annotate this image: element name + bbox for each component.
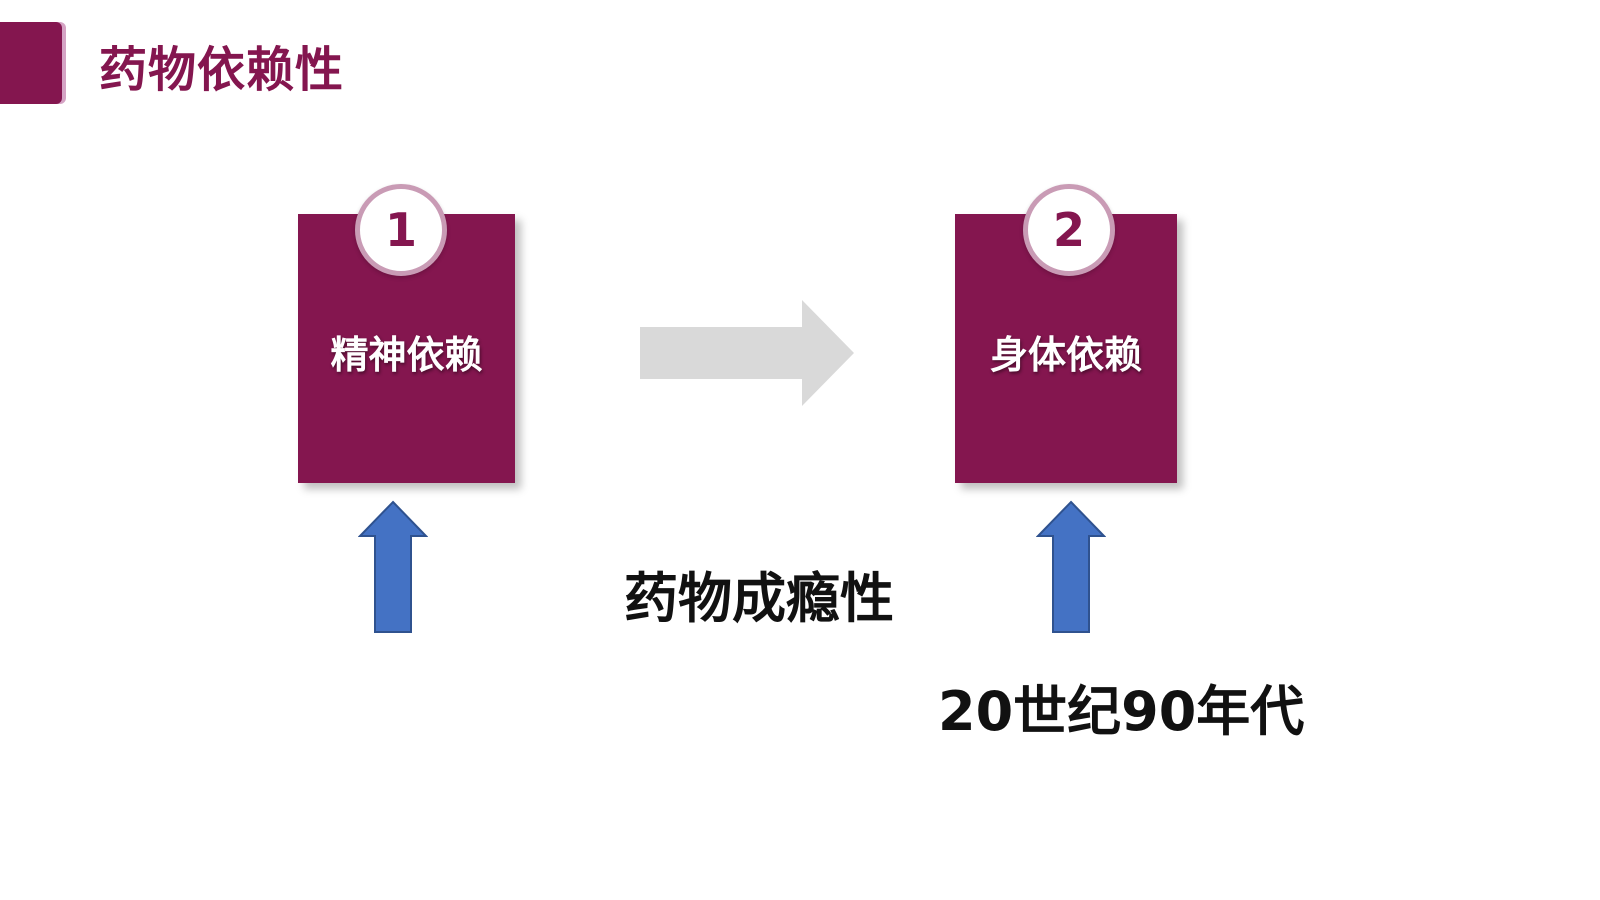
title-accent-bar bbox=[0, 22, 62, 104]
step-label: 身体依赖 bbox=[989, 333, 1142, 377]
right-arrow-icon bbox=[640, 300, 854, 410]
up-arrow-icon bbox=[357, 500, 429, 638]
page-title: 药物依赖性 bbox=[99, 42, 345, 98]
era-label: 20世纪90年代 bbox=[938, 680, 1305, 743]
step-number-badge: 1 bbox=[355, 184, 447, 276]
step-label: 精神依赖 bbox=[330, 333, 483, 377]
up-arrow-icon bbox=[1035, 500, 1107, 638]
addiction-term: 药物成瘾性 bbox=[624, 567, 894, 630]
step-card-physical-dependence: 身体依赖 bbox=[955, 214, 1177, 483]
step-number-badge: 2 bbox=[1023, 184, 1115, 276]
